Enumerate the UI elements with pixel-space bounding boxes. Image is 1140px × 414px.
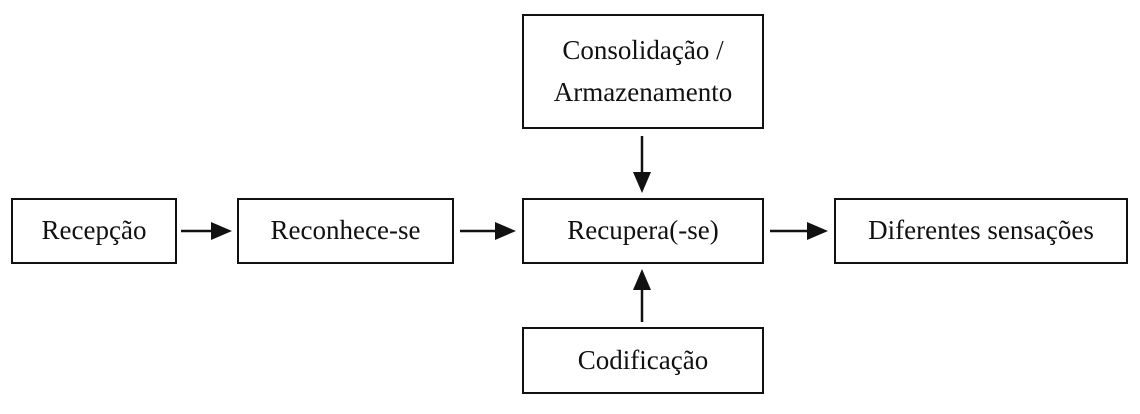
arrow-rececao-to-reconhece: [181, 222, 232, 240]
node-diferentes-sensacoes-label: Diferentes sensações: [868, 215, 1094, 246]
node-recupera-se: Recupera(-se): [522, 198, 764, 264]
node-rececao: Recepção: [11, 198, 177, 264]
node-codificacao: Codificação: [522, 327, 764, 394]
arrow-reconhece-to-recupera: [460, 222, 516, 240]
arrow-codificacao-to-recupera: [633, 269, 651, 322]
node-reconhece-se-label: Reconhece-se: [270, 215, 421, 246]
arrow-consolidacao-to-recupera: [633, 136, 651, 193]
node-consolidacao-armazenamento: Consolidação / Armazenamento: [522, 14, 764, 129]
node-diferentes-sensacoes: Diferentes sensações: [834, 198, 1128, 264]
node-codificacao-label: Codificação: [577, 344, 709, 375]
arrow-recupera-to-diferentes: [770, 222, 828, 240]
node-reconhece-se: Reconhece-se: [237, 198, 454, 264]
node-recupera-se-label: Recupera(-se): [567, 215, 719, 246]
node-consolidacao-label-line2: Armazenamento: [553, 76, 733, 107]
node-consolidacao-label-line1: Consolidação /: [562, 34, 724, 65]
node-rececao-label: Recepção: [41, 215, 147, 246]
